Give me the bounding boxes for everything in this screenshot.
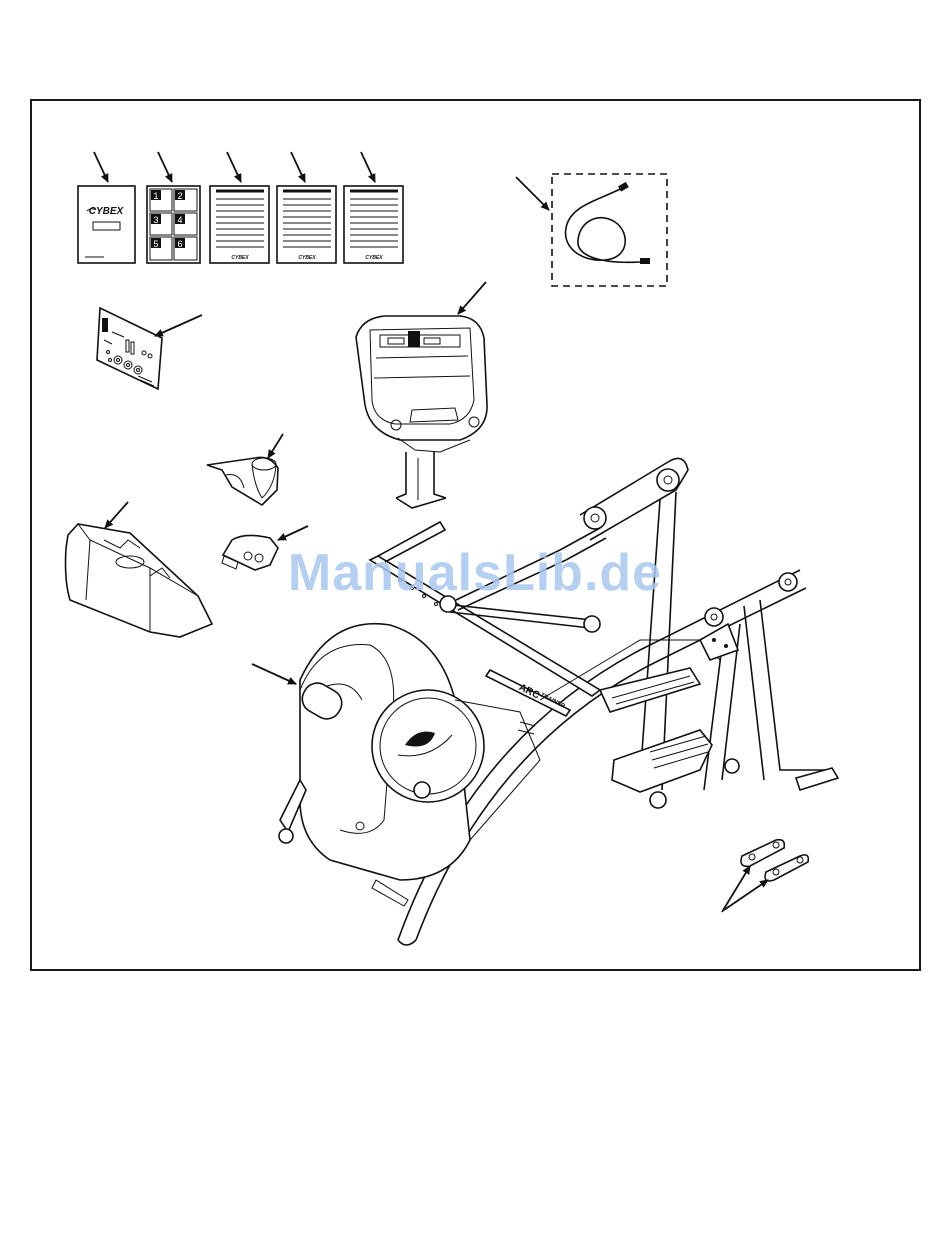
cup-holder-shroud [207, 434, 283, 505]
doc-logo: CYBEX [298, 255, 316, 261]
lined-document-3: CYBEX [344, 186, 403, 263]
arc-trainer-base-unit: ARC TRAINER [252, 458, 838, 945]
guide-number: 2 [177, 191, 182, 201]
front-cover-piece [222, 526, 308, 570]
guide-number: 5 [153, 239, 158, 249]
lined-document-2: CYBEX [277, 186, 336, 263]
arc-label: ARC [517, 682, 541, 702]
guide-number: 1 [153, 191, 158, 201]
owners-manual-doc: CYBEX [78, 186, 135, 263]
hardware-kit-card [97, 308, 202, 389]
doc-logo: CYBEX [231, 255, 249, 261]
doc-logo: CYBEX [365, 255, 383, 261]
document-arrows [94, 152, 375, 182]
guide-number: 3 [153, 215, 158, 225]
rear-shroud [66, 502, 213, 637]
foot-plates [722, 840, 808, 912]
cybex-logo-text: CYBEX [89, 206, 125, 217]
console-assembly [356, 282, 487, 508]
power-cable-part [516, 174, 667, 286]
guide-number: 4 [177, 215, 182, 225]
assembly-guide-doc: 1 2 3 4 5 6 [147, 186, 200, 263]
guide-number: 6 [177, 239, 182, 249]
lined-document-1: CYBEX [210, 186, 269, 263]
